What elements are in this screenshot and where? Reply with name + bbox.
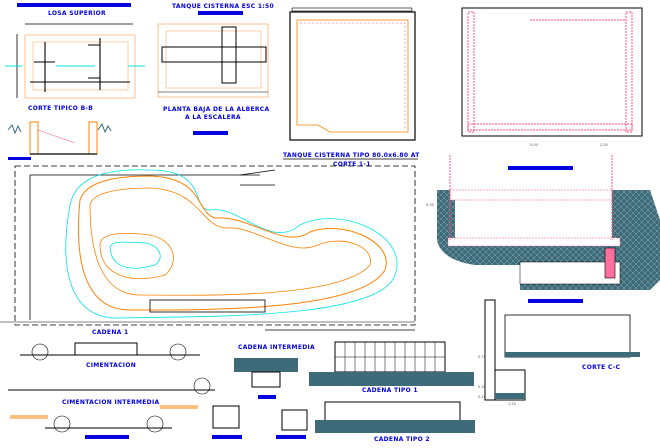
title-corte-11: CORTE 1-1 [333,161,371,168]
title-planta-baja-2: A LA ESCALERA [185,114,241,121]
losa-superior-plan: LOSA SUPERIOR [5,3,145,99]
cisterna-plan: TANQUE CISTERNA ESC 1:50 PLANTA BAJA DE … [157,3,274,135]
corte-bb: CORTE TIPICO B-B [7,105,112,160]
dim-5: 0.30 [478,385,486,389]
dim-7: 1.20 [508,402,516,406]
title-corte-cc: CORTE C-C [582,364,621,371]
dim-1: 2.50 [600,143,608,147]
corte-cc: 0.70 0.30 0.10 1.20 CORTE C-C [478,299,640,406]
dim-6: 0.10 [478,395,486,399]
title-cadena-tipo2: CADENA TIPO 2 [374,436,430,443]
title-cim1: CIMENTACION [86,362,136,369]
title-corte-bb: CORTE TIPICO B-B [28,105,93,112]
title-cisterna-main: TANQUE CISTERNA TIPO 80.0x6.80 AT [283,152,420,159]
title-cisterna-plan: TANQUE CISTERNA ESC 1:50 [172,3,274,10]
title-planta-baja-1: PLANTA BAJA DE LA ALBERCA [163,106,270,113]
dim-2: 5.00 [530,143,538,147]
bottom-details: CADENA 1 CIMENTACION CIMENTACION INTERME… [8,329,475,443]
cisterna-section-plan [289,7,416,141]
dim-3: 0.30 [426,203,434,207]
title-cim2: CIMENTACION INTERMEDIA [62,399,159,406]
cisterna-section-right: 2.50 5.00 [461,7,643,147]
soil-section: 0.30 [426,155,660,303]
title-losa: LOSA SUPERIOR [48,10,106,17]
site-plan [0,165,416,331]
dim-4: 0.70 [478,355,486,359]
title-cadena-tipo1: CADENA TIPO 1 [362,387,418,394]
title-cadena1: CADENA 1 [92,329,128,336]
title-cadena-intermedia: CADENA INTERMEDIA [238,344,315,351]
